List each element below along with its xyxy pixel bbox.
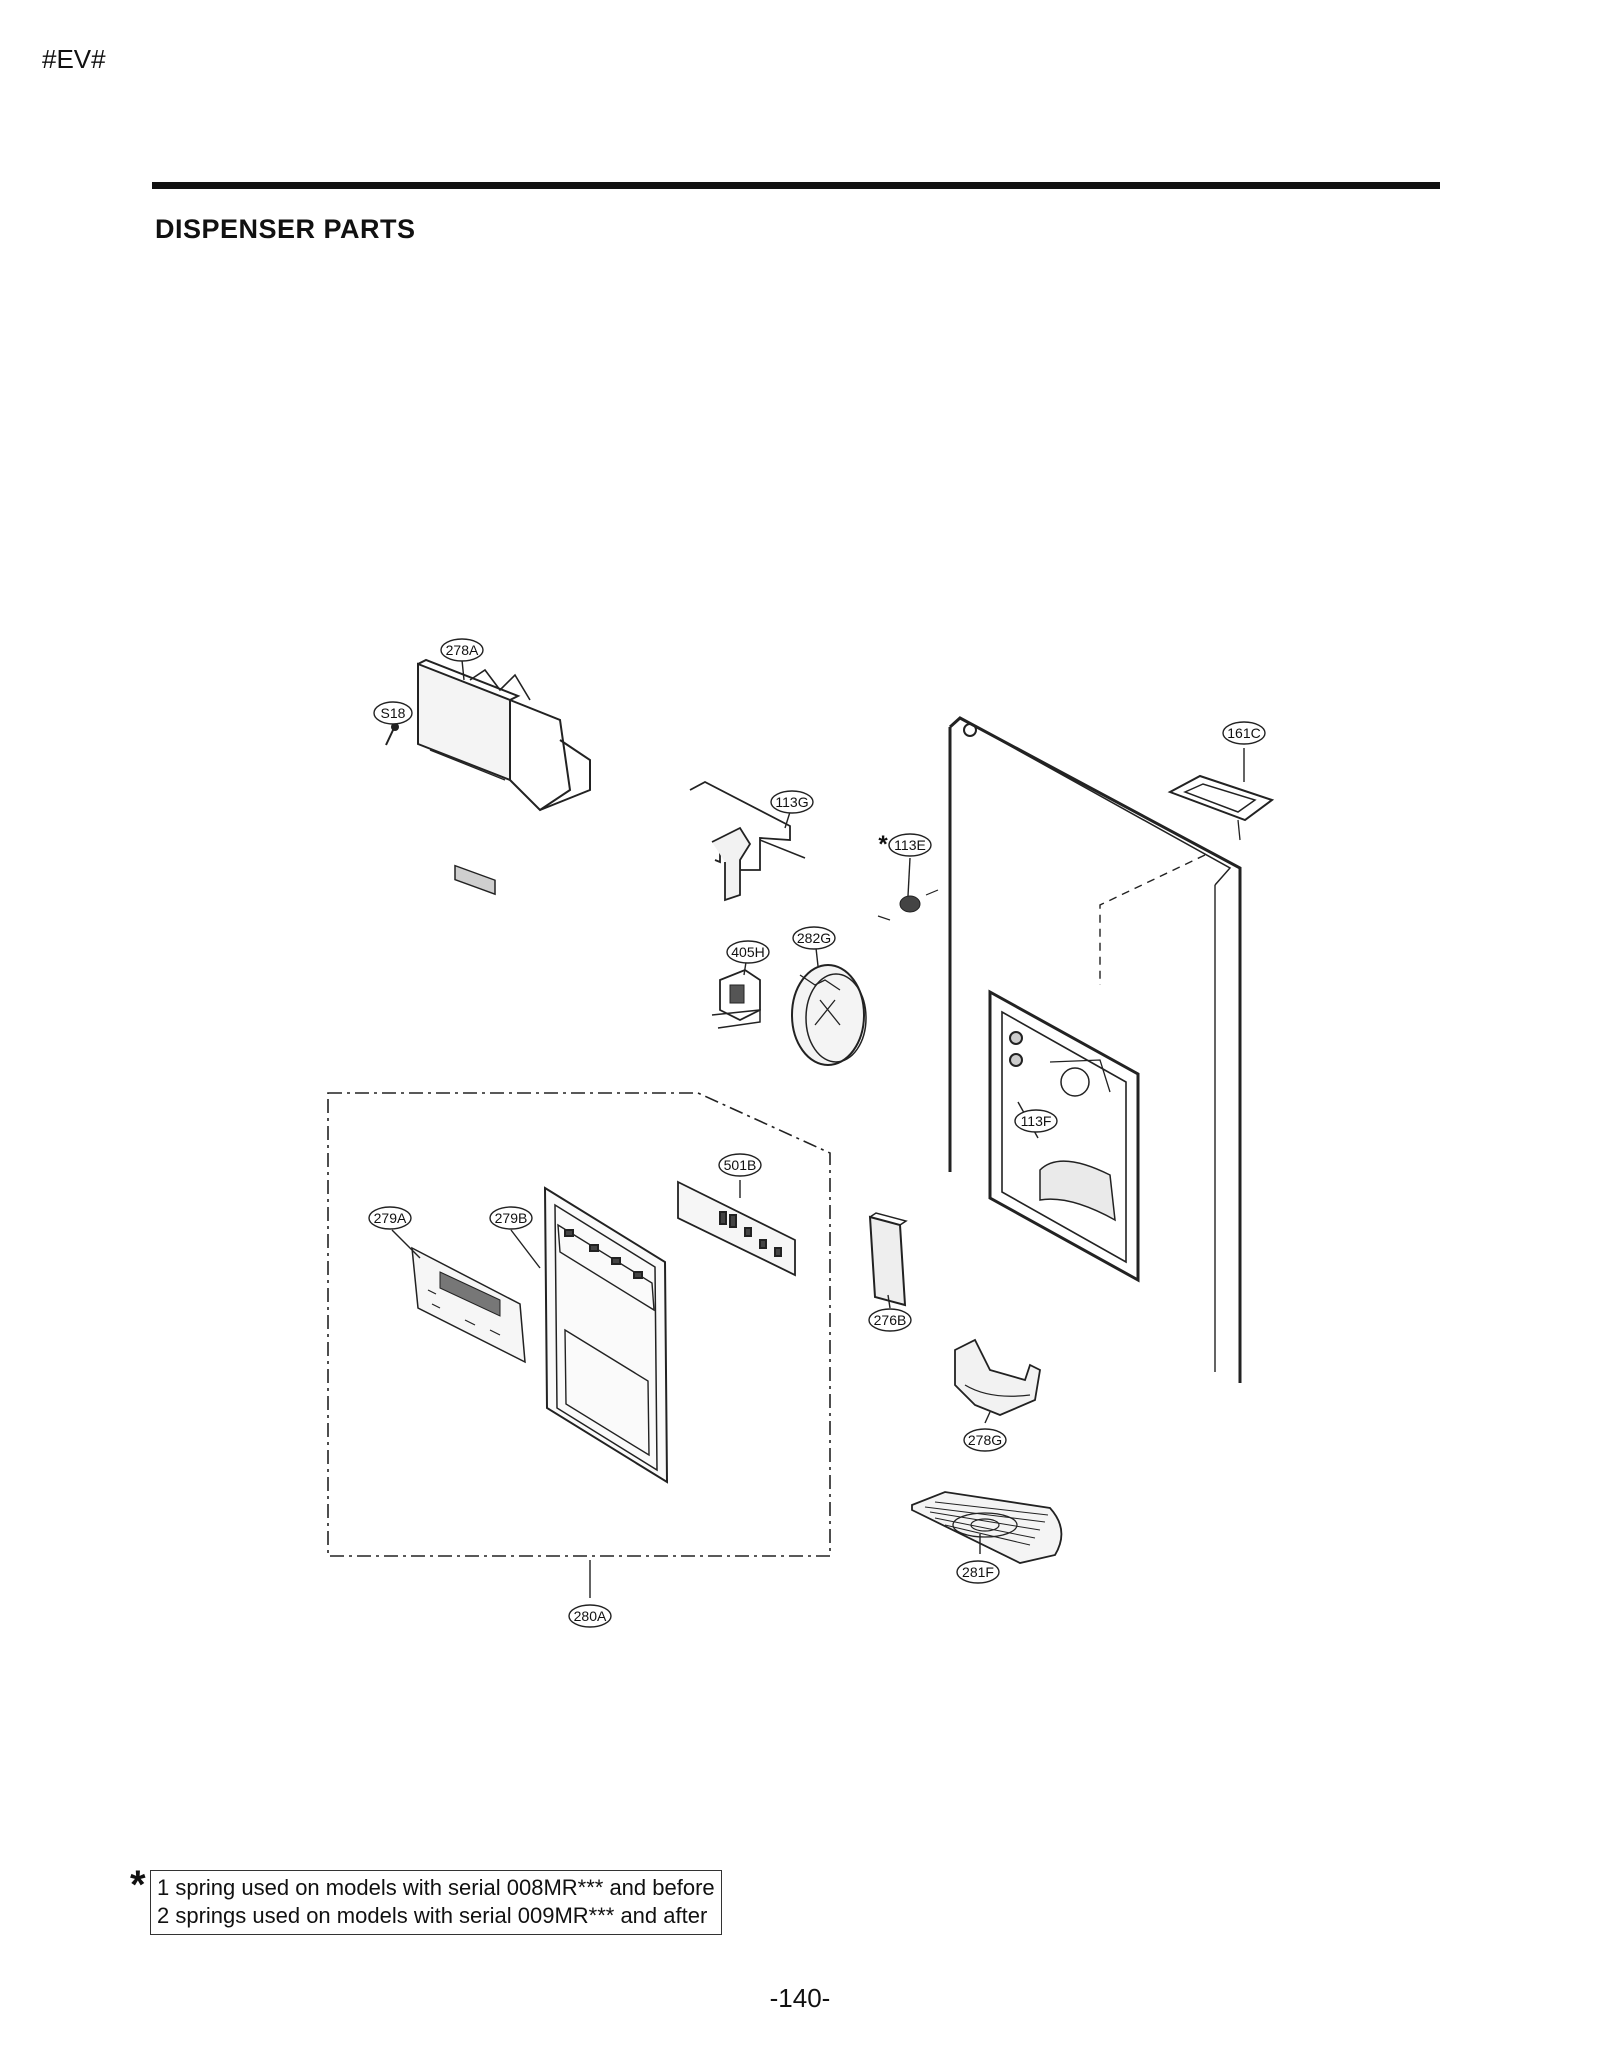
svg-text:113G: 113G (775, 794, 808, 810)
part-279B-frame (543, 1186, 669, 1484)
callout-279B: 279B (489, 1206, 533, 1230)
callout-113E: * 113E (878, 831, 932, 858)
svg-text:S18: S18 (381, 705, 406, 721)
part-501B-pcb (677, 1180, 796, 1277)
part-113G-lever (689, 780, 806, 902)
callout-281F: 281F (956, 1560, 1000, 1584)
callout-161C: 161C (1222, 721, 1266, 745)
svg-text:276B: 276B (874, 1312, 907, 1328)
part-278G-chute (954, 1338, 1041, 1416)
svg-text:501B: 501B (724, 1157, 757, 1173)
page-number: -140- (769, 1983, 831, 2013)
svg-text:278A: 278A (446, 642, 479, 658)
callout-280A: 280A (568, 1604, 612, 1628)
svg-text:161C: 161C (1227, 725, 1260, 741)
svg-text:113F: 113F (1021, 1113, 1052, 1129)
callout-278G: 278G (963, 1428, 1007, 1452)
section-title: DISPENSER PARTS (155, 214, 416, 244)
door-panel (948, 716, 1242, 1383)
document-code: #EV# (42, 44, 106, 74)
svg-text:281F: 281F (962, 1564, 994, 1580)
svg-text:*: * (878, 831, 888, 858)
header-rule (152, 182, 1440, 189)
part-276B-pad (868, 1212, 908, 1307)
part-282G-cap (791, 964, 867, 1066)
part-405H-switch (711, 968, 761, 1029)
part-278A-bracket (417, 658, 591, 896)
callout-278A: 278A (440, 638, 484, 662)
callout-113F: 113F (1014, 1109, 1058, 1133)
part-279A-display (411, 1246, 526, 1364)
svg-text:405H: 405H (731, 944, 764, 960)
callout-405H: 405H (726, 940, 770, 964)
part-161C-gasket (1167, 774, 1275, 841)
svg-text:113E: 113E (894, 837, 926, 853)
footnote-line-2: 2 springs used on models with serial 009… (157, 1903, 708, 1928)
svg-text:279B: 279B (495, 1210, 528, 1226)
callout-282G: 282G (792, 926, 836, 950)
part-280A-enclosure (327, 1092, 831, 1557)
callout-501B: 501B (718, 1153, 762, 1177)
svg-text:279A: 279A (374, 1210, 407, 1226)
part-S18-screw (385, 723, 399, 746)
callout-113G: 113G (770, 790, 814, 814)
part-281F-grille (911, 1491, 1063, 1564)
note-asterisk: * (130, 1863, 146, 1907)
svg-text:282G: 282G (797, 930, 831, 946)
callout-S18: S18 (373, 701, 413, 725)
svg-text:280A: 280A (574, 1608, 607, 1624)
callout-279A: 279A (368, 1206, 412, 1230)
footnote-box: 1 spring used on models with serial 008M… (150, 1870, 722, 1935)
callout-276B: 276B (868, 1308, 912, 1332)
svg-text:278G: 278G (968, 1432, 1002, 1448)
footnote-line-1: 1 spring used on models with serial 008M… (157, 1875, 715, 1900)
part-113E-spring (877, 889, 939, 921)
